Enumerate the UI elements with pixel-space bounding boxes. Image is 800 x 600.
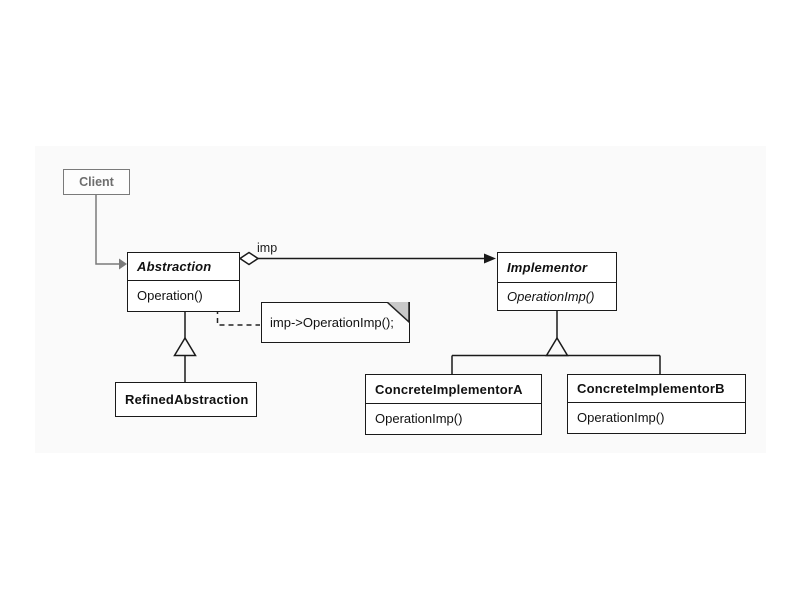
note-fold-icon (387, 302, 410, 323)
method-operationimp-a: OperationImp() (375, 411, 463, 426)
class-name-client: Client (79, 175, 114, 189)
method-operationimp-abstract: OperationImp() (507, 288, 595, 304)
class-name-concrete-implementor-a: ConcreteImplementorA (366, 375, 541, 404)
method-operationimp-b: OperationImp() (577, 410, 665, 425)
class-name-abstraction: Abstraction (128, 253, 239, 281)
class-box-concrete-implementor-b: ConcreteImplementorB OperationImp() (567, 374, 746, 434)
class-box-refined-abstraction: RefinedAbstraction (115, 382, 257, 417)
class-methods-concrete-implementor-a: OperationImp() (366, 404, 541, 433)
class-box-client: Client (63, 169, 130, 195)
method-operation: Operation() (137, 288, 203, 303)
class-methods-abstraction: Operation() (128, 281, 239, 310)
class-box-concrete-implementor-a: ConcreteImplementorA OperationImp() (365, 374, 542, 435)
class-box-implementor: Implementor OperationImp() (497, 252, 617, 311)
class-methods-implementor: OperationImp() (498, 283, 616, 309)
class-name-refined-abstraction: RefinedAbstraction (125, 391, 249, 407)
class-box-abstraction: Abstraction Operation() (127, 252, 240, 312)
class-name-concrete-implementor-b: ConcreteImplementorB (568, 375, 745, 403)
note-text: imp->OperationImp(); (270, 315, 394, 330)
aggregation-role-label: imp (257, 241, 278, 255)
class-name-implementor: Implementor (498, 253, 616, 283)
class-methods-concrete-implementor-b: OperationImp() (568, 403, 745, 432)
note-box: imp->OperationImp(); (261, 302, 410, 343)
